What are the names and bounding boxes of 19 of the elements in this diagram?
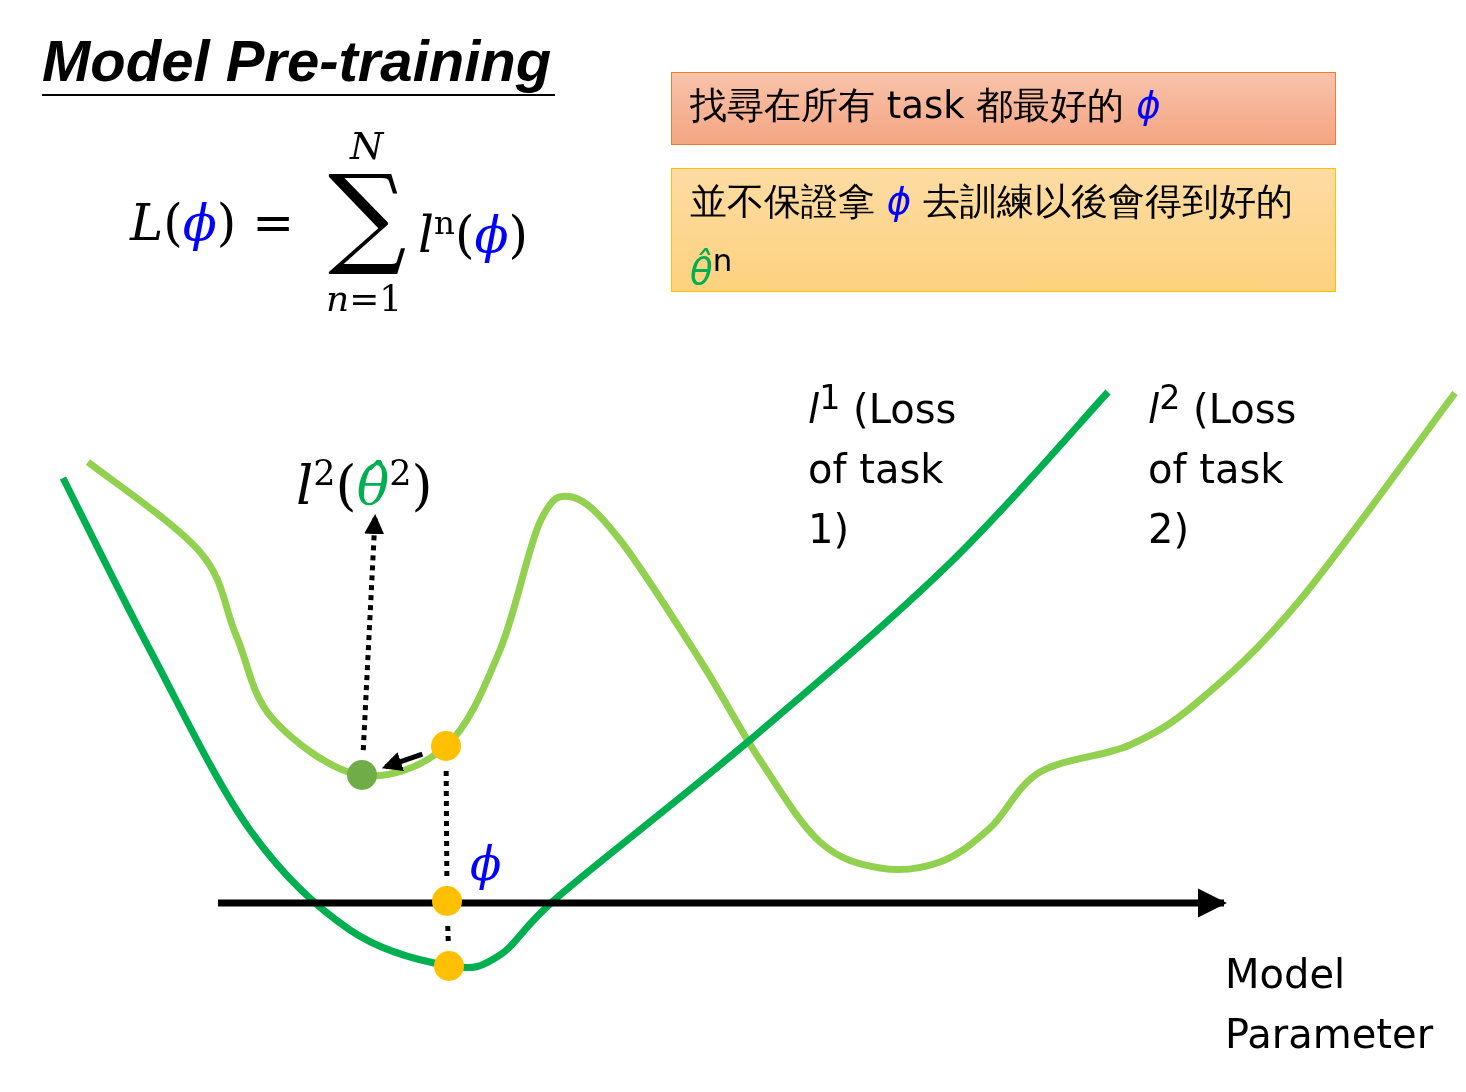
point-marker <box>434 951 464 981</box>
dotted-line <box>443 771 450 876</box>
formula-limit: n=1 <box>326 277 403 321</box>
axis-label: Model Parameter <box>1225 950 1435 1059</box>
note-box: 並不保證拿 ϕ 去訓練以後會得到好的 θ̂$^{n}$ <box>671 168 1336 292</box>
formula-text: L(ϕ) = <box>130 193 295 254</box>
note-box: 找尋在所有 task 都最好的 ϕ <box>671 72 1336 145</box>
point-marker <box>431 731 461 761</box>
point-marker <box>347 760 377 790</box>
arrow <box>360 514 385 751</box>
curve-label: l$^{1}$ (Loss of task 1) <box>808 377 958 555</box>
parameter-label: ϕ <box>470 836 502 893</box>
formula-text: l$^{n}$(ϕ) <box>418 203 529 266</box>
formula-label: l$^{2}$(θ̂$^{2}$) <box>296 432 433 527</box>
dotted-line <box>445 925 451 942</box>
point-marker <box>432 886 462 916</box>
title: Model Pre-training <box>42 28 556 96</box>
curve-label: l$^{2}$ (Loss of task 2) <box>1148 377 1298 555</box>
arrow <box>381 751 424 772</box>
